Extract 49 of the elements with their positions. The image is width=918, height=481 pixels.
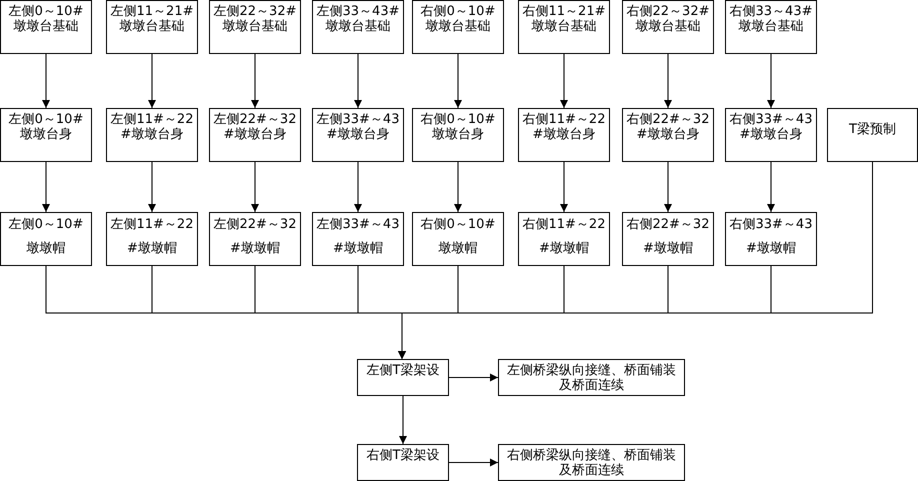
arrow (399, 396, 407, 444)
arrow (454, 162, 462, 212)
process-box: 左侧11#～22#墩墩台身 (106, 108, 198, 162)
process-box: 左侧11～21#墩墩台基础 (106, 0, 198, 54)
process-box: 左侧11#～22#墩墩帽 (106, 212, 198, 266)
arrow (148, 54, 156, 108)
process-box: 左侧T梁架设 (357, 359, 449, 396)
arrow (767, 54, 775, 108)
arrow (448, 374, 498, 382)
arrow (767, 162, 775, 212)
arrow (398, 162, 873, 360)
process-box: 右侧桥梁纵向接缝、桥面铺装及桥面连续 (498, 444, 685, 481)
arrow (354, 162, 362, 212)
process-box: 右侧11#～22#墩墩台身 (518, 108, 610, 162)
process-box: 左侧0～10#墩墩帽 (0, 212, 92, 266)
process-box: 右侧22#～32#墩墩帽 (622, 212, 714, 266)
process-box: 左侧0～10#墩墩台基础 (0, 0, 92, 54)
arrow (664, 162, 672, 212)
process-box: 左侧桥梁纵向接缝、桥面铺装及桥面连续 (498, 359, 685, 396)
arrow (560, 54, 568, 108)
arrow (42, 54, 50, 108)
arrow (560, 162, 568, 212)
process-box: 右侧T梁架设 (357, 444, 449, 481)
process-box: T梁预制 (827, 108, 918, 162)
arrow (448, 458, 498, 466)
process-box: 右侧0～10#墩墩台身 (412, 108, 504, 162)
arrow (251, 162, 259, 212)
process-box: 右侧33～43#墩墩台基础 (725, 0, 817, 54)
arrow (251, 54, 259, 108)
process-box: 右侧0～10#墩墩台基础 (412, 0, 504, 54)
arrow (354, 54, 362, 108)
process-box: 右侧33#～43#墩墩帽 (725, 212, 817, 266)
arrow (664, 54, 672, 108)
process-box: 左侧33#～43#墩墩台身 (312, 108, 404, 162)
process-box: 右侧11～21#墩墩台基础 (518, 0, 610, 54)
process-box: 右侧22#～32#墩墩台身 (622, 108, 714, 162)
arrow (42, 162, 50, 212)
process-box: 右侧22～32#墩墩台基础 (622, 0, 714, 54)
process-box: 左侧22～32#墩墩台基础 (209, 0, 301, 54)
process-box: 右侧33#～43#墩墩台身 (725, 108, 817, 162)
process-box: 左侧33～43#墩墩台基础 (312, 0, 404, 54)
arrow (454, 54, 462, 108)
process-box: 左侧0～10#墩墩台身 (0, 108, 92, 162)
process-box: 左侧33#～43#墩墩帽 (312, 212, 404, 266)
process-box: 左侧22#～32#墩墩台身 (209, 108, 301, 162)
process-box: 右侧11#～22#墩墩帽 (518, 212, 610, 266)
process-box: 右侧0～10#墩墩帽 (412, 212, 504, 266)
arrow (148, 162, 156, 212)
process-box: 左侧22#～32#墩墩帽 (209, 212, 301, 266)
